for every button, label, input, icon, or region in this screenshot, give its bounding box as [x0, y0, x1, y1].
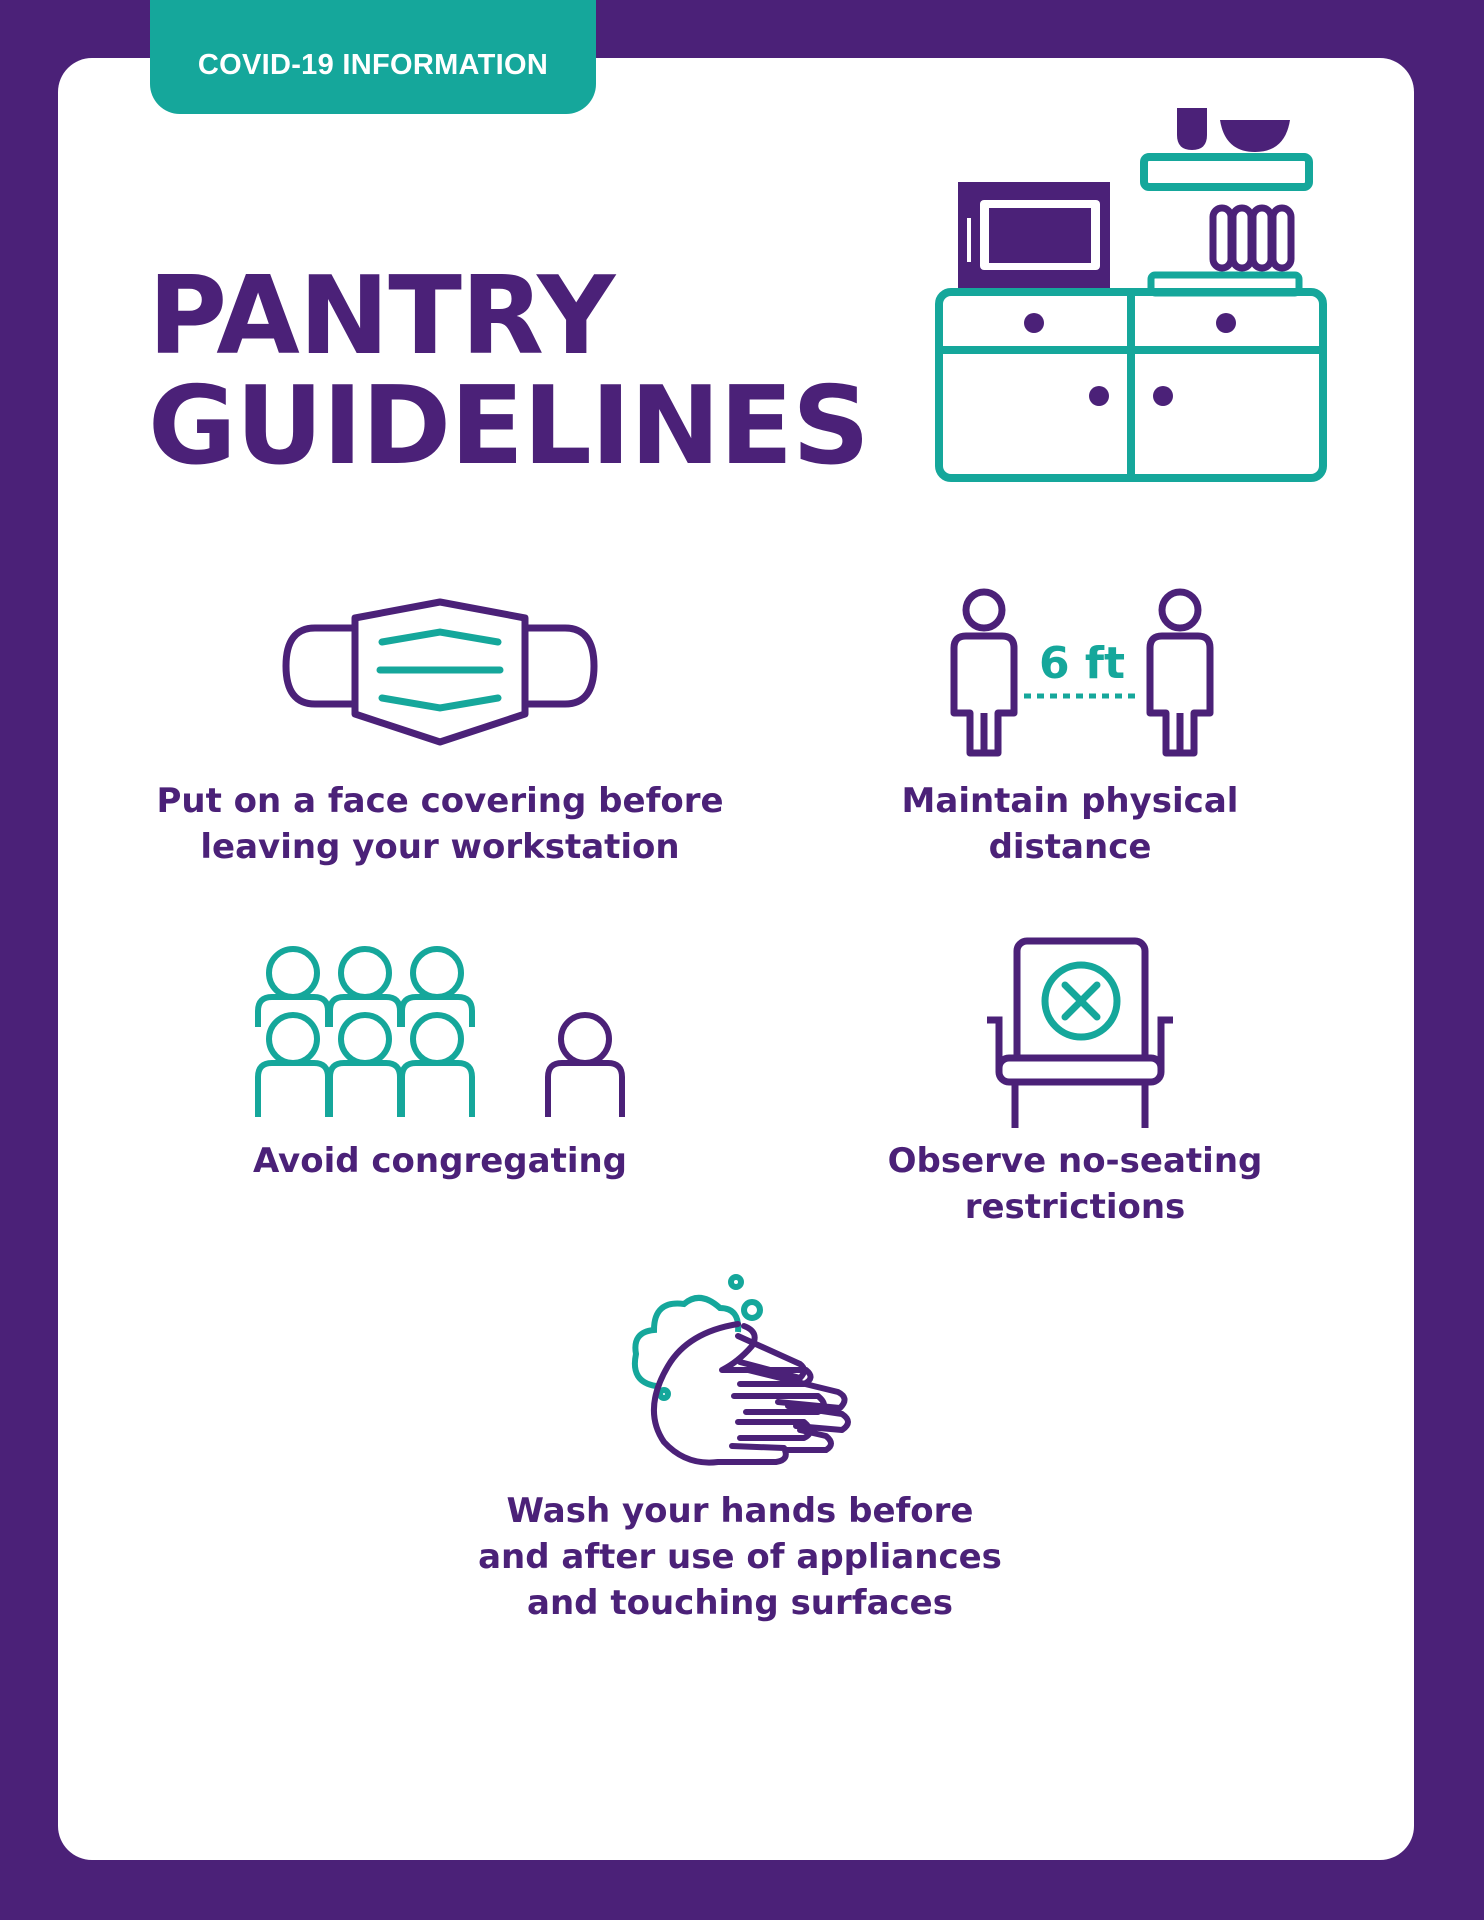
- face-covering-caption: Put on a face covering before leaving yo…: [156, 781, 724, 867]
- seating-caption: Observe no-seating restrictions: [887, 1141, 1263, 1227]
- covid-info-tag: COVID-19 INFORMATION: [150, 0, 596, 114]
- hand-washing-icon: [632, 1274, 851, 1466]
- poster-card: [58, 58, 1414, 1860]
- congregating-caption: Avoid congregating: [252, 1141, 628, 1181]
- pantry-kitchen-icon: [935, 108, 1327, 482]
- physical-distance-icon: 6 ft: [950, 588, 1214, 757]
- wash-hands-caption: Wash your hands before and after use of …: [478, 1491, 1002, 1623]
- title-line-2: GUIDELINES: [148, 364, 870, 489]
- physical-distance-caption: Maintain physical distance: [901, 781, 1239, 867]
- face-mask-icon: [282, 598, 598, 746]
- distance-label: 6 ft: [1039, 638, 1125, 689]
- page-title: PANTRY GUIDELINES: [148, 254, 870, 489]
- crowd-icon: [255, 946, 625, 1117]
- no-seating-chair-icon: [987, 937, 1173, 1128]
- title-line-1: PANTRY: [148, 254, 615, 379]
